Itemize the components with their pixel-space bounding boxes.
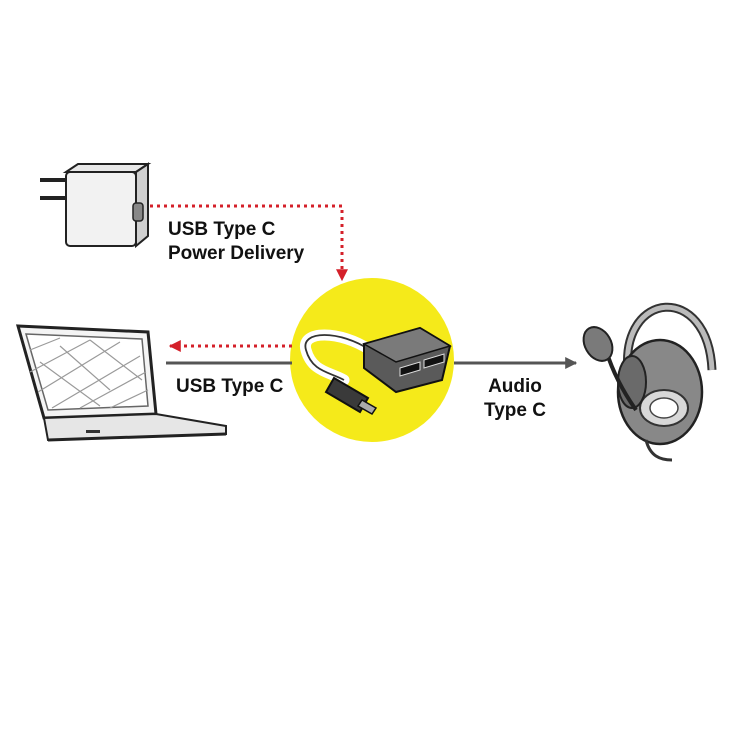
headset-icon: [582, 302, 717, 462]
power-in-arrow: [150, 204, 348, 282]
power-adapter-icon: [40, 162, 152, 249]
laptop-icon: [15, 324, 227, 442]
laptop-link-label: USB Type C: [176, 375, 283, 399]
power-delivery-line2: Power Delivery: [168, 243, 305, 264]
usb-c-splitter-icon: [300, 326, 452, 415]
power-delivery-label: USB Type C Power Delivery: [168, 218, 304, 266]
audio-line2: Type C: [484, 400, 546, 421]
audio-line1: Audio: [488, 376, 542, 397]
laptop-link-text: USB Type C: [176, 376, 284, 397]
audio-label: Audio Type C: [470, 375, 560, 423]
power-delivery-line1: USB Type C: [168, 219, 276, 240]
